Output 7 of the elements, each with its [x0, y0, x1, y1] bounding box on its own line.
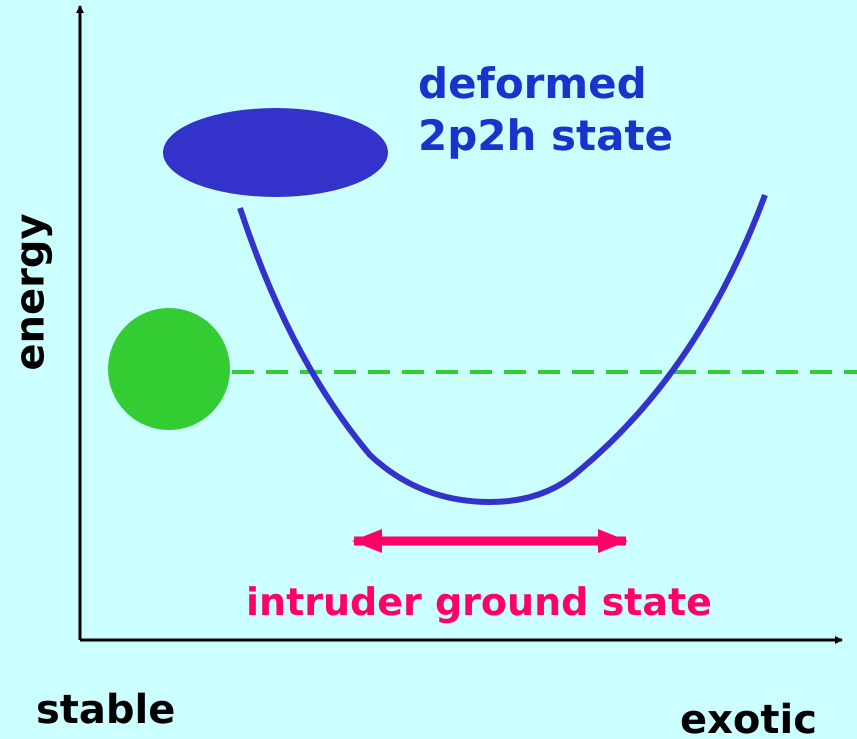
axis-label: energy — [6, 213, 55, 371]
sphere-shape — [108, 308, 230, 430]
state-label: deformed 2p2h state — [418, 58, 674, 162]
deformed-shape — [163, 108, 388, 197]
axis-label: exotic — [680, 696, 817, 739]
state-label: intruder ground state — [246, 579, 712, 626]
axis-label: stable — [36, 686, 176, 735]
